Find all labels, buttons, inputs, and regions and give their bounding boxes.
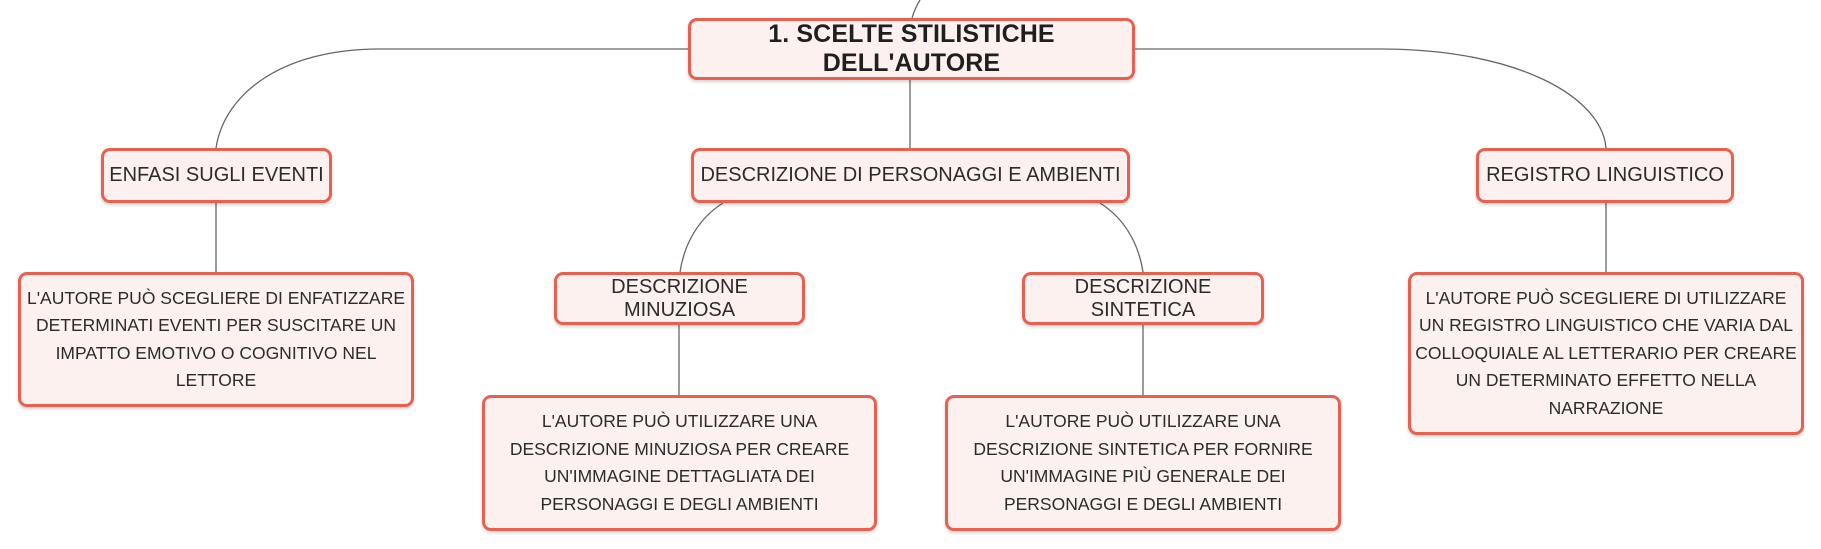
detail-node-enfasi-text: L'AUTORE PUÒ SCEGLIERE DI ENFATIZZARE DE… (26, 287, 406, 391)
detail-node-registro[interactable]: L'AUTORE PUÒ SCEGLIERE DI UTILIZZARE UN … (1408, 272, 1804, 435)
branch-node-enfasi-label: ENFASI SUGLI EVENTI (109, 164, 324, 186)
root-node-label: 1. SCELTE STILISTICHE DELL'AUTORE (768, 20, 1055, 77)
sub-node-minuziosa-label: DESCRIZIONE MINUZIOSA (611, 275, 748, 321)
branch-node-descrizione[interactable]: DESCRIZIONE DI PERSONAGGI E AMBIENTI (691, 148, 1130, 203)
branch-node-registro[interactable]: REGISTRO LINGUISTICO (1476, 148, 1734, 203)
sub-node-sintetica[interactable]: DESCRIZIONE SINTETICA (1022, 272, 1264, 325)
connector-descrizione-to-minuziosa (679, 202, 724, 273)
detail-node-minuziosa-text: L'AUTORE PUÒ UTILIZZARE UNA DESCRIZIONE … (509, 411, 850, 514)
detail-node-enfasi[interactable]: L'AUTORE PUÒ SCEGLIERE DI ENFATIZZARE DE… (18, 272, 414, 407)
root-node[interactable]: 1. SCELTE STILISTICHE DELL'AUTORE (688, 18, 1135, 80)
sub-node-sintetica-label: DESCRIZIONE SINTETICA (1074, 275, 1212, 321)
branch-node-enfasi[interactable]: ENFASI SUGLI EVENTI (101, 148, 332, 203)
connector-parent-to-root (911, 0, 921, 19)
connector-root-to-enfasi (215, 48, 690, 149)
branch-node-registro-label: REGISTRO LINGUISTICO (1486, 164, 1724, 186)
detail-node-minuziosa[interactable]: L'AUTORE PUÒ UTILIZZARE UNA DESCRIZIONE … (482, 395, 877, 531)
detail-node-registro-text: L'AUTORE PUÒ SCEGLIERE DI UTILIZZARE UN … (1415, 287, 1797, 418)
sub-node-minuziosa[interactable]: DESCRIZIONE MINUZIOSA (554, 272, 805, 325)
detail-node-sintetica[interactable]: L'AUTORE PUÒ UTILIZZARE UNA DESCRIZIONE … (945, 395, 1341, 531)
connector-root-to-registro (1133, 48, 1607, 149)
branch-node-descrizione-label: DESCRIZIONE DI PERSONAGGI E AMBIENTI (700, 164, 1121, 186)
connector-descrizione-to-sintetica (1099, 202, 1144, 273)
detail-node-sintetica-text: L'AUTORE PUÒ UTILIZZARE UNA DESCRIZIONE … (973, 411, 1313, 514)
